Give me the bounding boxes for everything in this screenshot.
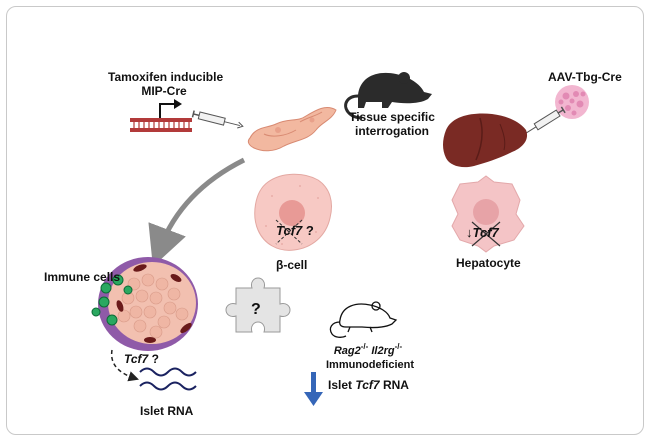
figure-frame xyxy=(6,6,644,435)
islet-tcf7-rna-gene: Tcf7 xyxy=(355,378,380,392)
islet-tcf7-rna-suffix: RNA xyxy=(382,378,409,392)
beta-cell-tcf7-question: ? xyxy=(305,223,314,238)
aav-tbg-cre-label: AAV-Tbg-Cre xyxy=(548,70,622,84)
rna-icon xyxy=(139,367,197,391)
il2rg-sup: -/- xyxy=(394,342,403,351)
down-arrow-icon xyxy=(304,372,323,406)
rag2-sup: -/- xyxy=(360,342,369,351)
beta-cell-icon xyxy=(254,173,332,251)
tissue-specific-label: Tissue specific interrogation xyxy=(338,110,446,138)
islet-rna-label: Islet RNA xyxy=(140,404,194,418)
islet-tcf7-rna-label: Islet Tcf7 RNA xyxy=(328,378,409,392)
puzzle-question-label: ? xyxy=(251,301,261,318)
flow-arrow-islet-to-rna xyxy=(110,349,139,382)
islet-icon xyxy=(91,257,198,351)
rag2-gene: Rag2 xyxy=(333,345,361,357)
hepatocyte-tcf7-gene: Tcf7 xyxy=(472,225,499,240)
pancreas-icon xyxy=(247,107,337,152)
liver-icon xyxy=(443,113,528,168)
islet-tcf7-rna-prefix: Islet xyxy=(328,378,353,392)
islet-tcf7-gene: Tcf7 xyxy=(124,352,149,366)
hepatocyte-tcf7-label: ↓Tcf7 xyxy=(466,226,499,240)
immunodeficient-mouse-icon xyxy=(329,301,398,338)
syringe-icon xyxy=(191,110,244,129)
dna-construct-icon xyxy=(130,99,192,132)
islet-tcf7-label: Tcf7 ? xyxy=(124,352,159,366)
tissue-label-line1: Tissue specific xyxy=(349,110,435,124)
hepatocyte-icon xyxy=(451,175,525,253)
beta-cell-label: β-cell xyxy=(276,258,308,272)
beta-cell-tcf7-label: Tcf7 ? xyxy=(276,224,314,238)
hepatocyte-down-arrow: ↓ xyxy=(466,225,473,240)
puzzle-icon xyxy=(225,277,291,333)
flow-arrow-pancreas-to-islet xyxy=(148,157,246,267)
tamoxifen-label: Tamoxifen inducible MIP-Cre xyxy=(108,70,224,98)
immune-cells-label: Immune cells xyxy=(44,270,121,284)
tissue-label-line2: interrogation xyxy=(355,124,429,138)
genotype-line: Rag2-/- Il2rg-/- xyxy=(326,340,410,358)
immunodeficient-label: Immunodeficient xyxy=(326,359,415,371)
tamoxifen-label-line1: Tamoxifen inducible xyxy=(108,70,224,84)
genotype-label: Rag2-/- Il2rg-/- Immunodeficient xyxy=(326,340,415,372)
islet-tcf7-question: ? xyxy=(151,352,159,366)
il2rg-gene: Il2rg xyxy=(371,345,395,357)
hepatocyte-label: Hepatocyte xyxy=(456,256,521,270)
virus-icon xyxy=(555,85,589,119)
mouse-icon xyxy=(344,72,432,120)
tamoxifen-label-line2: MIP-Cre xyxy=(141,84,187,98)
beta-cell-tcf7-gene: Tcf7 xyxy=(276,223,303,238)
